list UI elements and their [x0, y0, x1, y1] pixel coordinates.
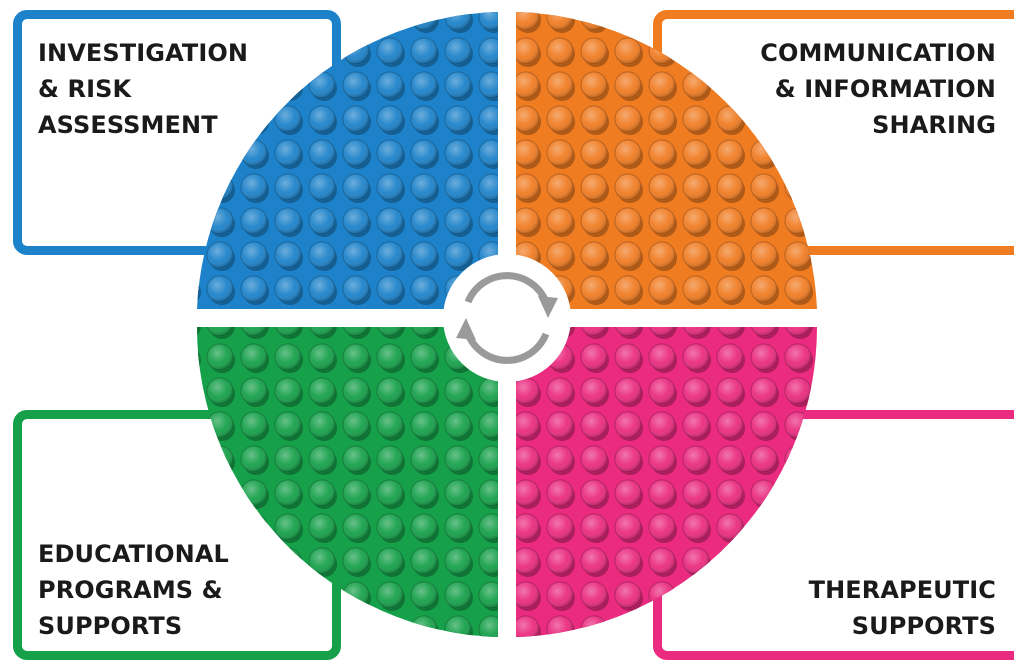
communication-information-sharing-label: COMMUNICATION & INFORMATION SHARING: [760, 39, 996, 139]
therapeutic-supports-label: THERAPEUTIC SUPPORTS: [808, 576, 996, 640]
quadrant-therapeutic: [516, 327, 817, 637]
refresh-cycle-arrows-icon: [456, 272, 558, 364]
educational-programs-supports-label: EDUCATIONAL PROGRAMS & SUPPORTS: [38, 540, 229, 640]
investigation-risk-assessment-label: INVESTIGATION & RISK ASSESSMENT: [38, 39, 249, 139]
